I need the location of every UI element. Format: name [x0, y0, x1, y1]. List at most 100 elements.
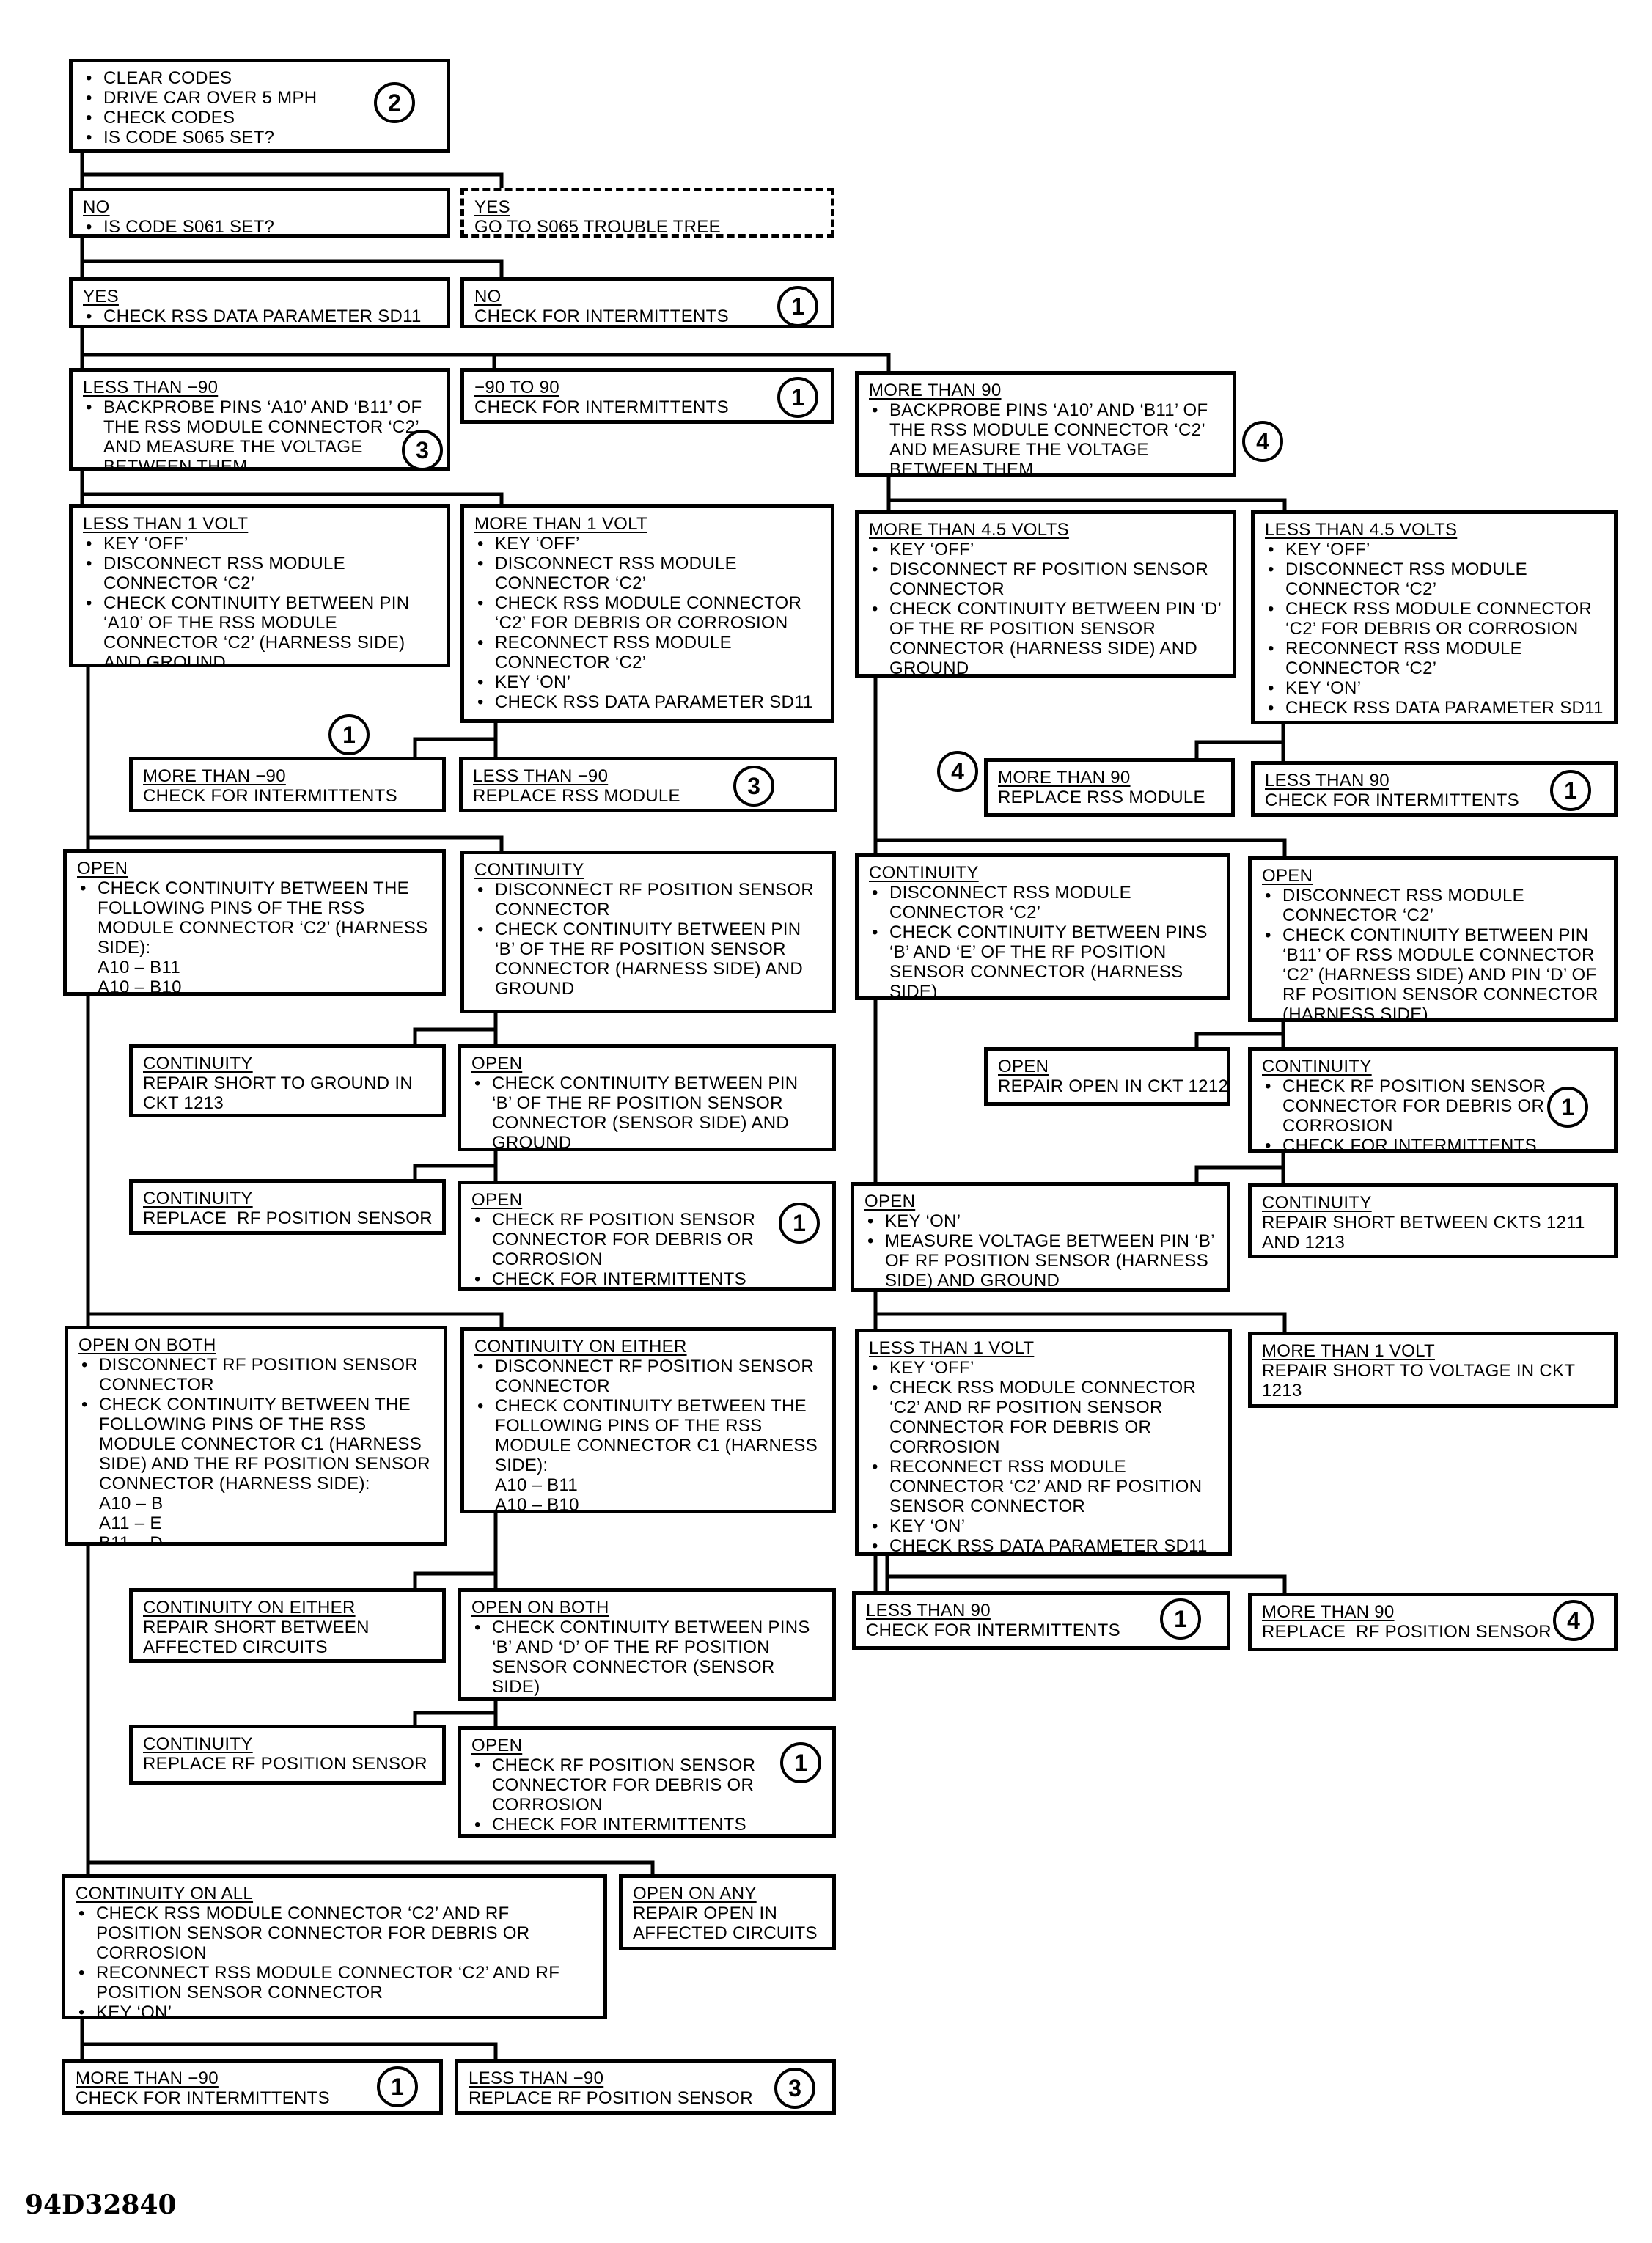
step-list: KEY ‘OFF’DISCONNECT RSS MODULE CONNECTOR…	[83, 534, 436, 664]
step-item: KEY ‘ON’	[474, 672, 821, 692]
step-list: DISCONNECT RSS MODULE CONNECTOR ‘C2’CHEC…	[869, 883, 1216, 996]
box-text: REPAIR SHORT BETWEEN CKTS 1211	[1262, 1213, 1585, 1233]
box-text: A10 – B11	[495, 1475, 579, 1495]
box-header: CONTINUITY ON ALL	[76, 1884, 254, 1904]
step-number-badge: 4	[1242, 421, 1283, 462]
step-item: CHECK CONTINUITY BETWEEN PINS ‘B’ AND ‘D…	[471, 1618, 822, 1697]
box-text: CHECK FOR INTERMITTENTS	[143, 786, 397, 806]
flow-box: NOIS CODE S061 SET?	[69, 188, 450, 238]
step-number-badge: 1	[780, 1742, 821, 1783]
step-item: CHECK RSS DATA PARAMETER SD11	[869, 1536, 1218, 1552]
step-item: DISCONNECT RSS MODULE CONNECTOR ‘C2’	[1265, 559, 1604, 599]
step-number-badge: 4	[937, 751, 978, 792]
box-header: LESS THAN −90	[83, 378, 219, 397]
box-text: REPAIR SHORT TO VOLTAGE IN CKT	[1262, 1361, 1576, 1381]
box-text: REPLACE RF POSITION SENSOR	[1262, 1622, 1552, 1642]
step-item: BACKPROBE PINS ‘A10’ AND ‘B11’ OF THE RS…	[869, 400, 1222, 473]
box-header: OPEN	[1262, 866, 1313, 886]
box-header: CONTINUITY	[1262, 1057, 1372, 1076]
step-item: KEY ‘ON’	[869, 1516, 1218, 1536]
box-header: MORE THAN 90	[869, 381, 1002, 400]
box-header: OPEN	[471, 1736, 523, 1755]
step-item: CHECK FOR INTERMITTENTS	[471, 1815, 822, 1834]
box-text: REPAIR SHORT TO GROUND IN	[143, 1073, 414, 1093]
step-number-badge: 1	[779, 1203, 820, 1244]
step-item: DRIVE CAR OVER 5 MPH	[83, 88, 436, 108]
flow-box: OPENDISCONNECT RSS MODULE CONNECTOR ‘C2’…	[1248, 856, 1618, 1022]
box-header: OPEN	[77, 859, 128, 878]
step-item: CHECK CONTINUITY BETWEEN PINS ‘B’ AND ‘E…	[869, 922, 1216, 996]
step-number-badge: 3	[402, 430, 443, 471]
step-item: DISCONNECT RSS MODULE CONNECTOR ‘C2’	[1262, 886, 1604, 925]
step-list: CHECK CONTINUITY BETWEEN THE FOLLOWING P…	[77, 878, 432, 958]
flow-box: OPEN ON BOTHDISCONNECT RF POSITION SENSO…	[65, 1326, 447, 1546]
flow-box: OPENCHECK RF POSITION SENSOR CONNECTOR F…	[458, 1181, 836, 1291]
step-number-badge: 1	[328, 714, 370, 755]
step-item: IS CODE S065 SET?	[83, 128, 436, 147]
flow-box: CONTINUITYDISCONNECT RSS MODULE CONNECTO…	[855, 853, 1230, 1000]
box-text: AFFECTED CIRCUITS	[633, 1923, 818, 1943]
step-item: CHECK FOR INTERMITTENTS	[1262, 1136, 1604, 1149]
box-header: LESS THAN 1 VOLT	[869, 1338, 1035, 1358]
step-number-badge: 1	[1547, 1087, 1588, 1128]
step-item: RECONNECT RSS MODULE CONNECTOR ‘C2’	[474, 633, 821, 672]
step-item: CLEAR CODES	[83, 68, 436, 88]
box-header: CONTINUITY	[143, 1189, 253, 1208]
step-list: CHECK RF POSITION SENSOR CONNECTOR FOR D…	[471, 1755, 822, 1834]
step-number-badge: 3	[774, 2068, 815, 2109]
box-header: OPEN	[998, 1057, 1049, 1076]
step-item: CHECK RF POSITION SENSOR CONNECTOR FOR D…	[471, 1210, 822, 1269]
step-item: BACKPROBE PINS ‘A10’ AND ‘B11’ OF THE RS…	[83, 397, 436, 467]
step-list: KEY ‘ON’MEASURE VOLTAGE BETWEEN PIN ‘B’ …	[864, 1211, 1216, 1288]
box-text: A10 – B10	[98, 977, 182, 996]
step-number-badge: 1	[1550, 770, 1591, 811]
box-header: LESS THAN −90	[473, 766, 609, 786]
step-list: IS CODE S061 SET?	[83, 217, 436, 234]
step-item: KEY ‘ON’	[76, 2002, 593, 2016]
step-list: CLEAR CODESDRIVE CAR OVER 5 MPHCHECK COD…	[83, 68, 436, 147]
box-text: REPAIR OPEN IN CKT 1212	[998, 1076, 1229, 1096]
box-text: AND 1213	[1262, 1233, 1346, 1252]
step-item: KEY ‘OFF’	[869, 540, 1222, 559]
box-header: OPEN ON BOTH	[78, 1335, 216, 1355]
step-item: KEY ‘OFF’	[83, 534, 436, 554]
box-header: LESS THAN 90	[866, 1601, 991, 1620]
box-header: MORE THAN 90	[1262, 1602, 1395, 1622]
step-list: CHECK RSS DATA PARAMETER SD11	[83, 306, 436, 325]
step-list: BACKPROBE PINS ‘A10’ AND ‘B11’ OF THE RS…	[869, 400, 1222, 473]
box-header: CONTINUITY ON EITHER	[143, 1598, 356, 1618]
step-item: CHECK RSS DATA PARAMETER SD11	[1265, 698, 1604, 718]
flow-box: LESS THAN 4.5 VOLTSKEY ‘OFF’DISCONNECT R…	[1251, 510, 1618, 724]
step-item: CHECK CODES	[83, 108, 436, 128]
step-list: KEY ‘OFF’DISCONNECT RSS MODULE CONNECTOR…	[474, 534, 821, 712]
step-list: CHECK CONTINUITY BETWEEN PINS ‘B’ AND ‘D…	[471, 1618, 822, 1697]
box-text: A10 – B	[99, 1494, 164, 1513]
flow-box: OPEN ON BOTHCHECK CONTINUITY BETWEEN PIN…	[458, 1588, 836, 1701]
step-item: CHECK CONTINUITY BETWEEN THE FOLLOWING P…	[474, 1396, 822, 1475]
step-item: CHECK RSS DATA PARAMETER SD11	[83, 306, 436, 325]
step-list: KEY ‘OFF’DISCONNECT RSS MODULE CONNECTOR…	[1265, 540, 1604, 718]
step-list: DISCONNECT RF POSITION SENSOR CONNECTORC…	[474, 1357, 822, 1475]
box-header: OPEN ON BOTH	[471, 1598, 609, 1618]
box-text: REPLACE RSS MODULE	[998, 788, 1205, 807]
box-header: CONTINUITY	[869, 863, 979, 883]
flow-box: MORE THAN 4.5 VOLTSKEY ‘OFF’DISCONNECT R…	[855, 510, 1236, 678]
step-item: DISCONNECT RF POSITION SENSOR CONNECTOR	[474, 880, 822, 919]
step-item: CHECK FOR INTERMITTENTS	[471, 1269, 822, 1287]
step-item: CHECK CONTINUITY BETWEEN PIN ‘B’ OF THE …	[474, 919, 822, 999]
box-header: CONTINUITY	[474, 860, 584, 880]
step-item: CHECK RSS DATA PARAMETER SD11	[474, 692, 821, 712]
box-text: A10 – B11	[98, 958, 181, 977]
box-header: MORE THAN −90	[76, 2068, 219, 2088]
box-text: A10 – B10	[495, 1495, 579, 1513]
box-text: REPLACE RF POSITION SENSOR	[143, 1208, 433, 1228]
box-header: NO	[474, 287, 502, 306]
box-text: B11 – D	[99, 1533, 164, 1546]
